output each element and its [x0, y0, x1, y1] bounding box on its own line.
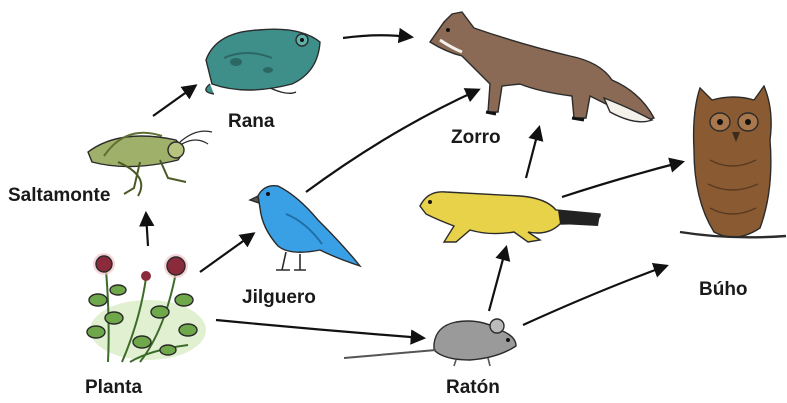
arrow-planta-raton: [216, 320, 423, 338]
arrow-raton-buho: [523, 266, 666, 325]
arrow-raton-comadreja: [489, 248, 506, 311]
label-zorro: Zorro: [451, 127, 501, 148]
label-raton: Ratón: [446, 377, 500, 398]
label-rana: Rana: [228, 111, 275, 132]
label-buho: Búho: [699, 279, 748, 300]
label-planta: Planta: [85, 377, 142, 398]
arrow-comadreja-zorro: [526, 128, 539, 178]
label-saltamonte: Saltamonte: [8, 185, 110, 206]
fox-illustration: [430, 12, 654, 122]
weasel-illustration: [420, 192, 600, 242]
arrow-comadreja-buho: [562, 162, 682, 197]
arrow-planta-jilguero: [200, 234, 253, 272]
frog-illustration: [206, 29, 320, 94]
goldfinch-illustration: [250, 186, 360, 270]
owl-illustration: [680, 86, 786, 237]
arrow-rana-zorro: [343, 35, 411, 38]
plant-illustration: [87, 253, 206, 362]
mouse-illustration: [344, 319, 516, 366]
arrow-saltamonte-rana: [153, 86, 195, 116]
label-jilguero: Jilguero: [242, 287, 316, 308]
arrow-planta-saltamonte: [146, 214, 148, 246]
